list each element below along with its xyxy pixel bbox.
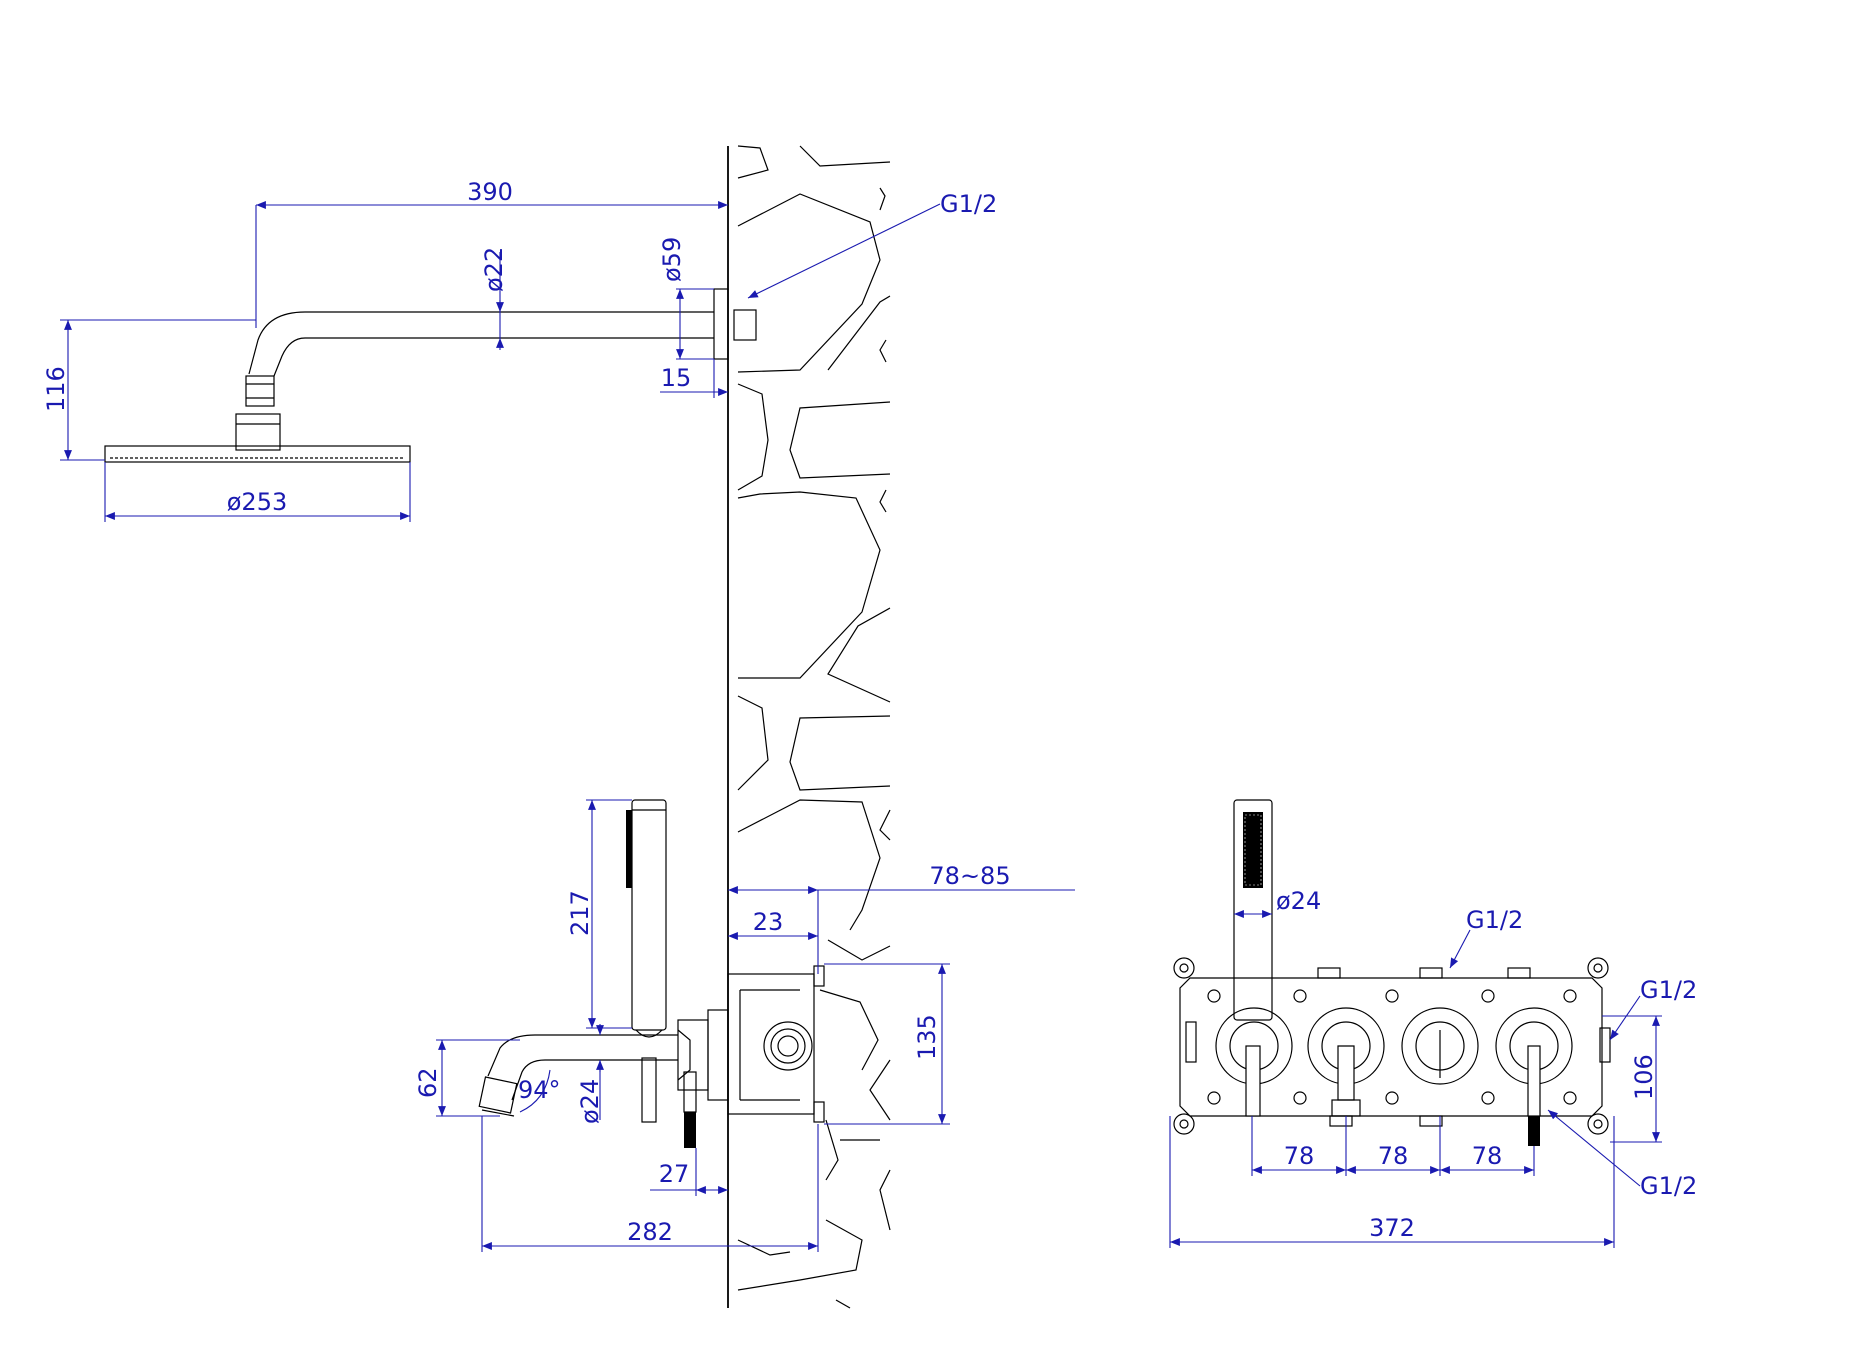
label-thread-box-bottom: G1/2 [1640,1172,1697,1200]
dim-spacing-1: 78 [1284,1142,1315,1170]
shower-arm [248,311,714,377]
dim-head-diameter: ø253 [227,488,288,516]
front-view-dimensions: ø24 G1/2 G1/2 G1/2 106 78 78 78 372 [1169,887,1697,1248]
mixer-side-view [478,799,825,1148]
dim-handshower-length: 217 [566,890,594,936]
handshower-front [1233,799,1273,1021]
dim-box-side-height: 106 [1630,1054,1658,1100]
label-thread-box-top: G1/2 [1466,906,1523,934]
spout [487,1034,678,1101]
dim-box-height: 135 [913,1014,941,1060]
dim-box-offset: 23 [753,908,784,936]
dim-spout-diameter: ø24 [576,1079,604,1124]
dim-spout-drop: 62 [414,1067,442,1098]
top-dimensions: 390 ø22 ø59 15 116 ø253 G1/2 [42,178,997,522]
dim-box-width: 372 [1369,1214,1415,1242]
dim-spacing-3: 78 [1472,1142,1503,1170]
dim-flange-depth: 15 [661,364,692,392]
dim-wall-depth: 78~85 [929,862,1010,890]
concealed-box [727,973,815,1115]
dim-mixer-offset: 27 [659,1160,690,1188]
dim-arm-diameter: ø22 [480,247,508,292]
dim-spout-projection: 282 [627,1218,673,1246]
dim-arm-length: 390 [467,178,513,206]
dim-handshower-diameter: ø24 [1276,887,1321,915]
label-thread-box-right: G1/2 [1640,976,1697,1004]
wall-stone-pattern [737,145,891,1309]
dim-flange-diameter: ø59 [658,237,686,282]
dim-overall-height: 116 [42,366,70,412]
shower-head [104,445,411,463]
box-front-view [1173,799,1611,1146]
dim-spacing-2: 78 [1378,1142,1409,1170]
inlet-fitting [733,309,757,341]
label-thread-top: G1/2 [940,190,997,218]
mixer-body [677,1019,709,1091]
shower-head-assembly [104,288,757,463]
valve-3 [1401,1007,1479,1085]
side-view-dimensions: 217 78~85 23 135 62 94° ø24 27 282 [414,799,1075,1252]
handshower [631,799,667,1031]
wall [727,145,891,1309]
wall-flange [713,288,729,360]
dim-spout-angle: 94° [518,1076,561,1104]
